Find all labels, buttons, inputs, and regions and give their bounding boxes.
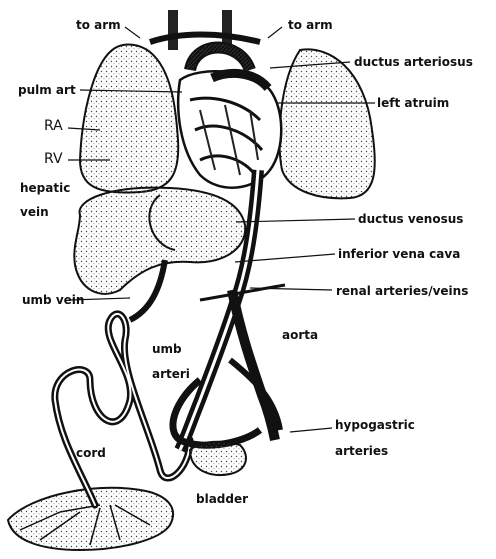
label-hepatic: hepatic (20, 181, 70, 195)
label-ductus-arteriosus: ductus arteriosus (354, 55, 473, 69)
label-ra: RA (44, 119, 63, 133)
heart (178, 71, 281, 187)
label-arteri: arteri (152, 367, 190, 381)
label-ductus-venosus: ductus venosus (358, 212, 463, 226)
label-left-atrium: left atruim (377, 96, 449, 110)
label-umb-vein: umb vein (22, 293, 84, 307)
label-pulm-art: pulm art (18, 83, 76, 97)
right-lung (80, 45, 178, 193)
label-inferior-vena-cava: inferior vena cava (338, 247, 460, 261)
label-arteries: arteries (335, 444, 388, 458)
bladder (190, 442, 246, 475)
label-aorta: aorta (282, 328, 318, 342)
label-bladder: bladder (196, 492, 248, 506)
label-rv: RV (44, 152, 63, 166)
label-umb: umb (152, 342, 182, 356)
aortic-arch-and-vessels (150, 10, 260, 70)
left-lung (279, 49, 374, 198)
label-to-arm-right: to arm (288, 18, 333, 32)
label-cord: cord (76, 446, 106, 460)
label-vein: vein (20, 205, 49, 219)
label-to-arm-left: to arm (76, 18, 121, 32)
label-hypogastric: hypogastric (335, 418, 415, 432)
label-renal-arteries-veins: renal arteries/veins (336, 284, 468, 298)
